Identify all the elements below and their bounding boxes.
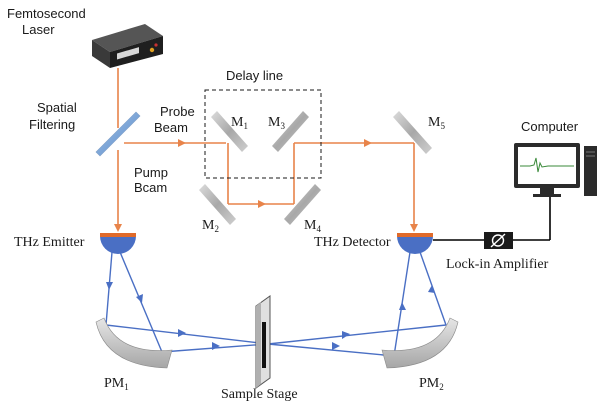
delay-arrow xyxy=(258,200,266,208)
probe-label-line2: Beam xyxy=(154,120,188,135)
delay-line-box xyxy=(204,89,322,179)
lockin-label: Lock-in Amplifier xyxy=(446,257,549,272)
laser-label-line1: Femtosecond xyxy=(7,6,86,21)
delay-line-label: Delay line xyxy=(226,68,283,83)
m5-label: M5 xyxy=(428,115,445,131)
m4-label: M4 xyxy=(304,218,321,234)
computer-icon xyxy=(514,143,597,197)
sample-holder-icon xyxy=(255,295,271,389)
mirror-m1 xyxy=(211,111,248,152)
parabolic-mirror-icon xyxy=(95,317,459,369)
mirror-icon xyxy=(199,111,432,225)
mirror-m2 xyxy=(199,184,236,225)
m3-label: M3 xyxy=(268,115,285,131)
spatial-label-line2: Filtering xyxy=(29,117,75,132)
thz-detector-label: THz Detector xyxy=(314,235,391,250)
m1-label: M1 xyxy=(231,115,248,131)
laser-box-icon xyxy=(92,24,163,68)
lockin-amplifier-icon xyxy=(484,232,513,249)
pump-label-line2: Bcam xyxy=(134,180,167,195)
m2-label: M2 xyxy=(202,218,219,234)
pump-beam-arrow xyxy=(114,224,122,232)
probe-beam-arrow xyxy=(178,139,186,147)
thz-detector-icon xyxy=(397,233,433,254)
thz-beam-paths xyxy=(105,251,447,357)
thz-emitter-icon xyxy=(100,233,136,254)
pm2-label: PM2 xyxy=(419,376,444,392)
thz-emitter-label: THz Emitter xyxy=(14,235,85,250)
pump-label-line1: Pump xyxy=(134,165,168,180)
mirror-m5 xyxy=(393,111,432,154)
sample-stage-label: Sample Stage xyxy=(221,387,298,401)
computer-label: Computer xyxy=(521,119,579,134)
spatial-label-line1: Spatial xyxy=(37,100,77,115)
probe-to-m5-arrow xyxy=(364,139,372,147)
beam-splitter-icon xyxy=(95,111,141,157)
pm1-label: PM1 xyxy=(104,376,129,392)
optical-beam-paths xyxy=(114,68,418,232)
probe-label-line1: Probe xyxy=(160,104,195,119)
pm2-mirror xyxy=(381,317,459,369)
pm1-mirror xyxy=(95,317,173,369)
probe-detector-arrow xyxy=(410,224,418,232)
mirror-m3 xyxy=(272,111,309,152)
laser-label-line2: Laser xyxy=(22,22,55,37)
mirror-m4 xyxy=(284,184,321,225)
